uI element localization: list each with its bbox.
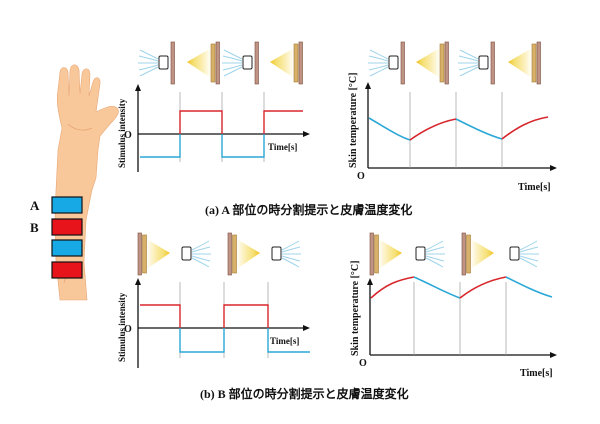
panel-b-temp-origin: O [359,358,367,369]
band-a-top [51,196,83,214]
panel-a-temp-xlabel: Time[s] [518,182,551,193]
heat-lamp-icon [186,41,220,85]
band-b-top [51,218,83,236]
fan-icon [457,41,495,85]
panel-a-caption: (a) A 部位の時分割提示と皮膚温度変化 [205,202,412,217]
heat-lamp-icon [461,232,495,276]
band-b-bottom [51,261,83,279]
fan-icon [221,41,259,85]
panel-a-temperature-chart [365,82,557,171]
heat-lamp-icon [507,41,541,85]
panel-a-temp-icons [367,41,541,85]
panel-b-temp-icons [369,232,540,276]
panel-b-stimulus-ylabel: Stimulus intensity [117,292,127,362]
heat-lamp-icon [137,232,171,276]
heat-lamp-icon [415,41,449,85]
panel-b-zero-label: O [124,324,132,335]
panel-a-zero-label: O [124,130,132,141]
fan-icon [181,240,212,268]
band-a-label: A [30,198,40,213]
panel-b-temp-xlabel: Time[s] [520,368,553,379]
fan-icon [415,240,446,268]
panel-a-temp-ylabel: Skin temperature [°C] [348,73,359,168]
panel-b-caption: (b) B 部位の時分割提示と皮膚温度変化 [200,386,409,401]
fan-icon [271,240,302,268]
band-a-bottom [51,239,83,257]
fan-icon [367,41,405,85]
panel-a-stimulus-chart [135,84,310,172]
panel-b-temperature-chart [367,276,557,358]
heat-lamp-icon [227,232,261,276]
band-b-label: B [30,220,39,235]
panel-b-stimulus-xlabel: Time[s] [270,336,299,346]
panel-b-temp-ylabel: Skin temperature [°C] [350,261,361,356]
panel-b-stimulus-chart [135,278,310,368]
panel-a-stimulus-icons [137,41,303,85]
panel-b-stimulus-icons [137,232,302,276]
heat-lamp-icon [369,232,403,276]
panel-a-stimulus-ylabel: Stimulus intensity [117,98,127,168]
fan-icon [137,41,175,85]
panel-a-stimulus-xlabel: Time[s] [268,142,297,152]
panel-a-temp-origin: O [357,171,365,182]
fan-icon [509,240,540,268]
heat-lamp-icon [269,41,303,85]
